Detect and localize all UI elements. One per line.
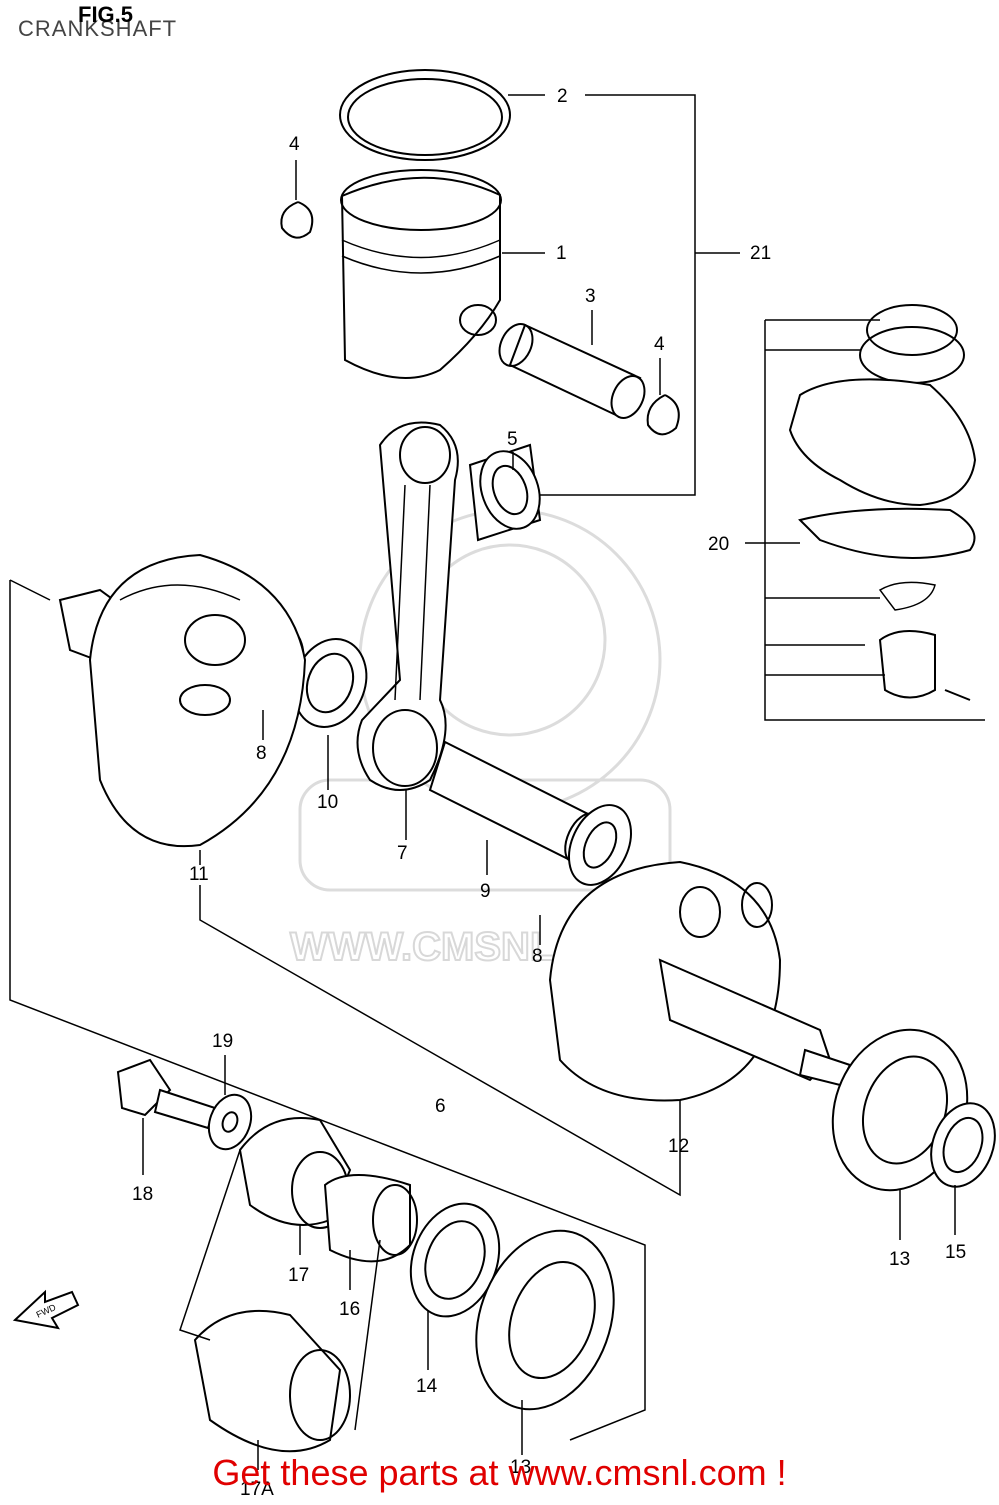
callout-10: 10 [317, 792, 338, 813]
callout-6: 6 [435, 1096, 446, 1117]
forward-direction-arrow-icon: FWD [12, 1289, 80, 1330]
callout-21: 21 [750, 243, 771, 264]
callout-7: 7 [397, 843, 408, 864]
callout-12: 12 [668, 1136, 689, 1157]
washer [207, 1093, 253, 1151]
primary-drive-gear-alt [193, 1309, 351, 1453]
figure-title: FIG.5 [78, 2, 134, 27]
piston-pin-clip [280, 201, 314, 239]
callout-13-right: 13 [889, 1249, 910, 1270]
callout-16: 16 [339, 1299, 360, 1320]
footer-link-text[interactable]: Get these parts at www.cmsnl.com ! [212, 1452, 787, 1493]
callout-2: 2 [557, 86, 568, 107]
leader-lines [9, 94, 985, 1470]
callout-3: 3 [585, 286, 596, 307]
callout-17a: 17A [240, 1479, 274, 1500]
piston-pin-clip [646, 394, 680, 436]
oil-seal-right [930, 1102, 996, 1188]
callout-19: 19 [212, 1031, 233, 1052]
crank-bolt [116, 1058, 217, 1130]
crankshaft-left [58, 553, 307, 848]
small-end-bearing [468, 443, 542, 542]
oil-seal-left [409, 1202, 501, 1318]
callout-5: 5 [507, 429, 518, 450]
callout-1: 1 [556, 243, 567, 264]
callout-4-right: 4 [654, 334, 665, 355]
piston-pin [498, 323, 646, 419]
connecting-rod [356, 421, 459, 791]
thrust-washer [568, 804, 632, 886]
callout-13-left: 13 [510, 1457, 531, 1478]
crankshaft-right [548, 860, 852, 1102]
callout-8: 8 [256, 743, 267, 764]
callout-labels: 1 2 3 4 4 5 6 7 8 8 9 10 11 12 13 13 14 … [132, 86, 966, 1500]
callout-15: 15 [945, 1242, 966, 1263]
callout-17: 17 [288, 1265, 309, 1286]
piston [340, 169, 502, 379]
spacer [323, 1174, 418, 1263]
callout-8-right: 8 [532, 946, 543, 967]
callout-20: 20 [708, 534, 729, 555]
callout-4: 4 [289, 134, 300, 155]
piston-ring [339, 69, 511, 161]
callout-18: 18 [132, 1184, 153, 1205]
cylinder-set-inset [788, 304, 977, 701]
callout-9: 9 [480, 881, 491, 902]
figure-subtitle: CRANKSHAFT [18, 16, 178, 41]
callout-11: 11 [189, 864, 209, 885]
crank-bearing-left [475, 1229, 615, 1411]
primary-drive-gear [238, 1117, 352, 1229]
callout-14: 14 [416, 1376, 438, 1397]
